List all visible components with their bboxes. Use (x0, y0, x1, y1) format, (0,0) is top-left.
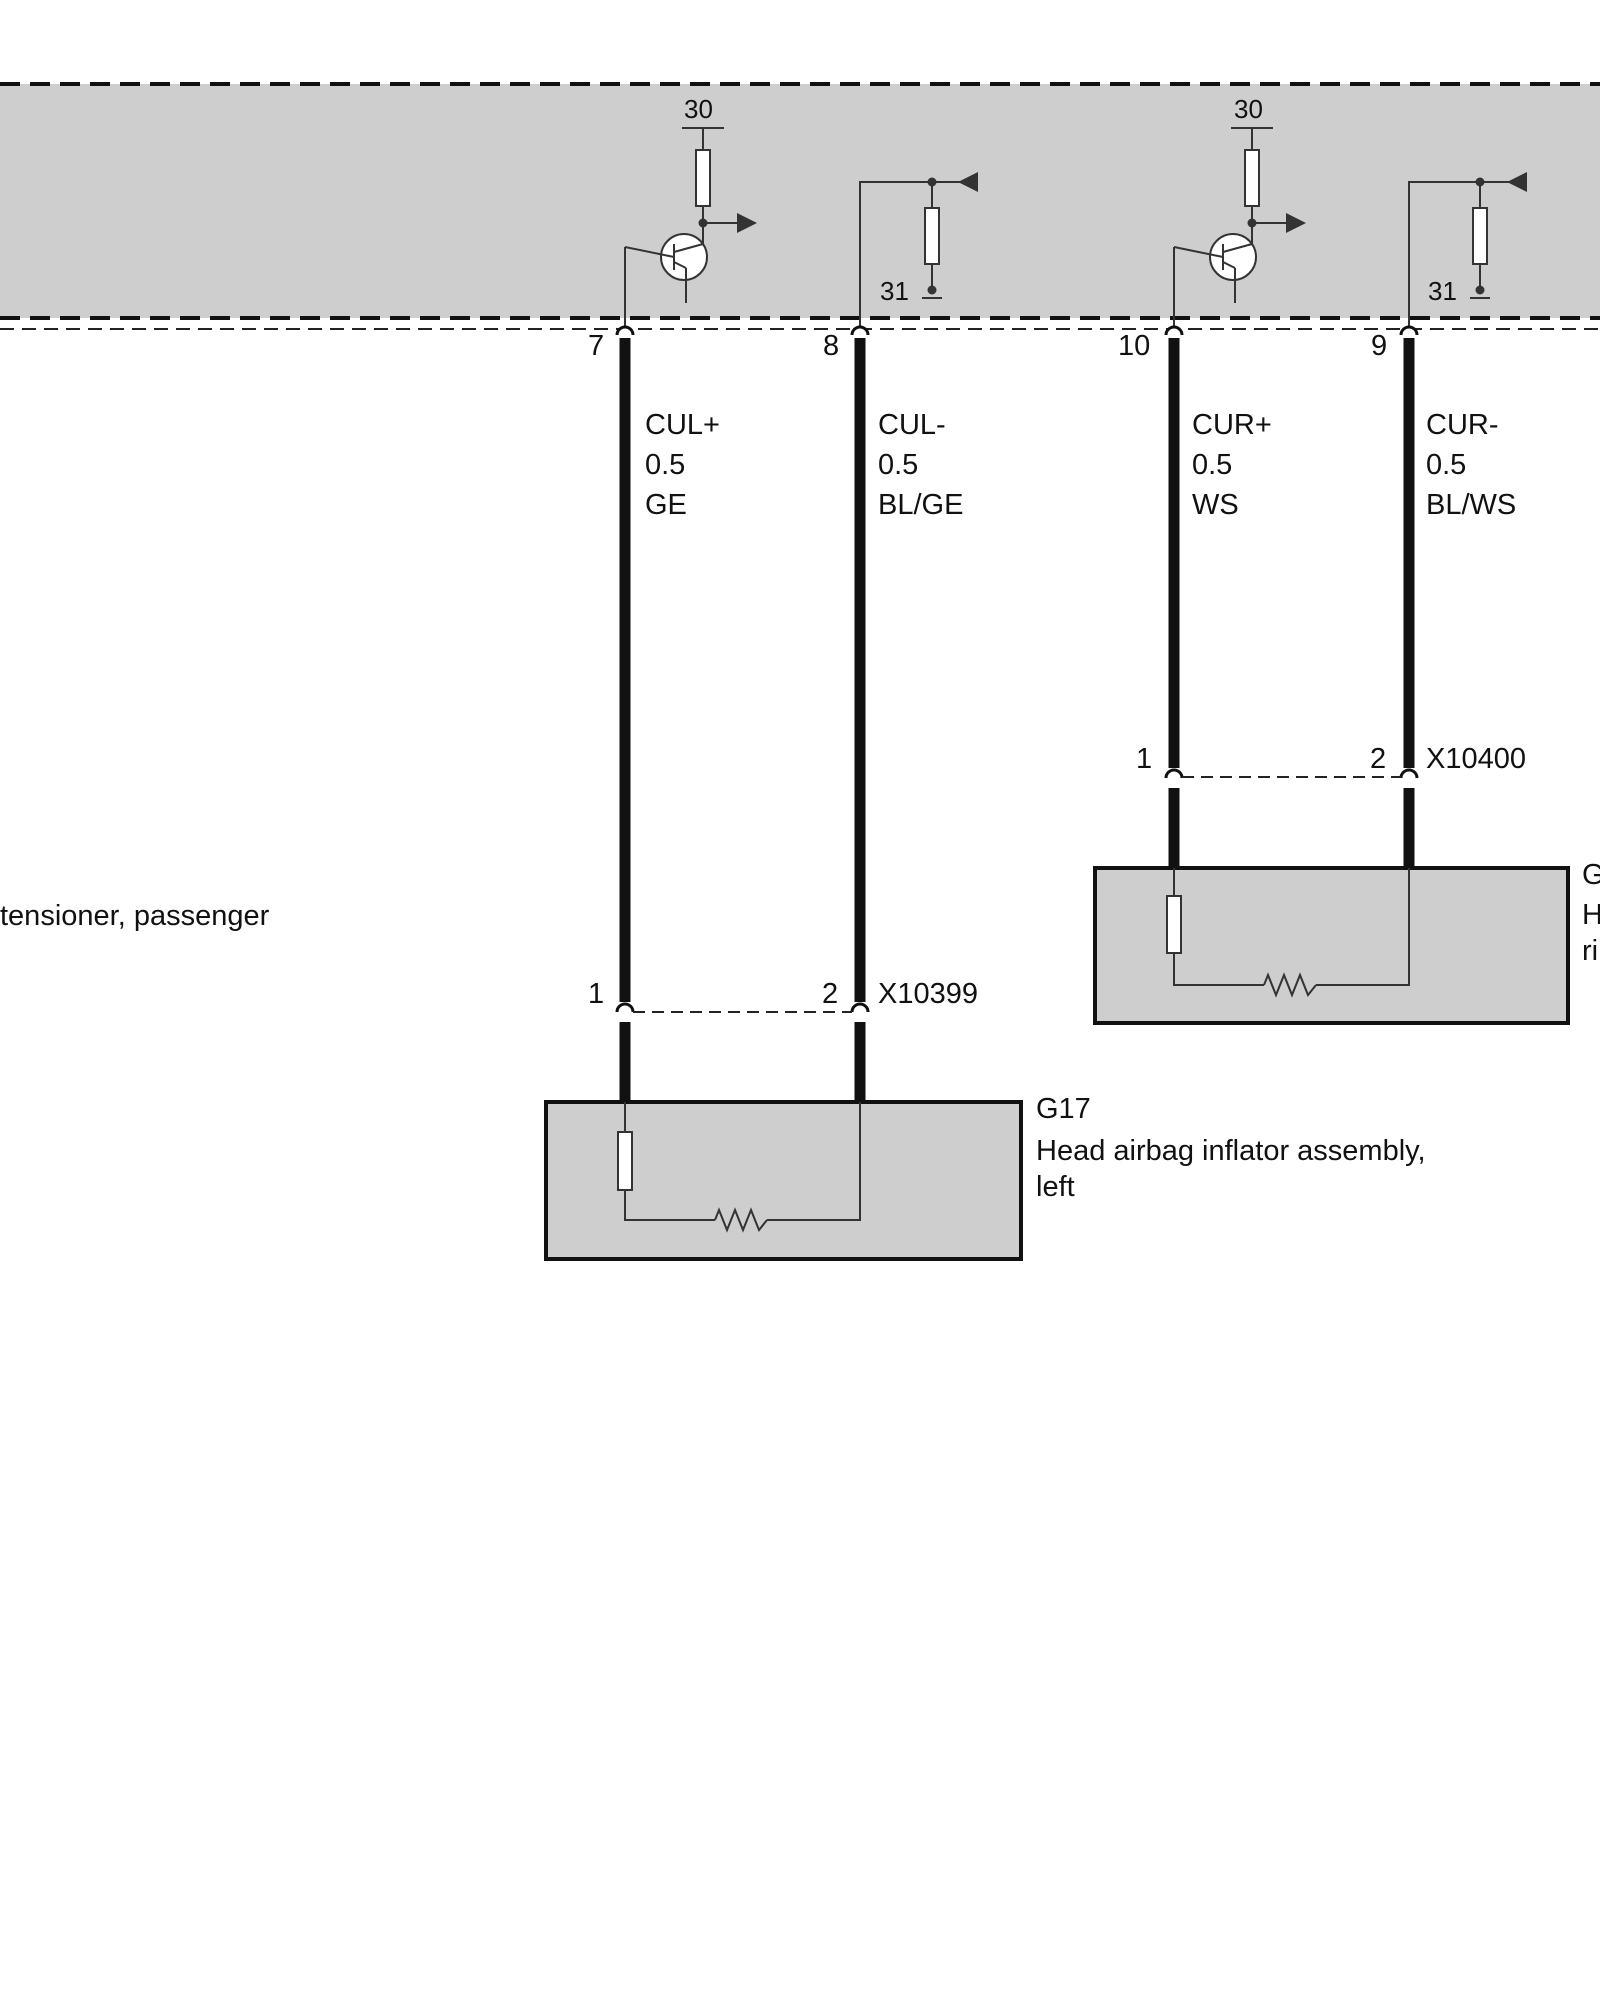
supply-label: 30 (684, 94, 713, 124)
wire-color: BL/WS (1426, 489, 1516, 521)
squib-resistor (617, 1131, 633, 1191)
pin-terminal (1164, 325, 1184, 336)
wire-labels: CUL+ 0.5 GE CUL- 0.5 BL/GE CUR+ 0.5 WS C… (645, 409, 1516, 521)
pullup-resistor (695, 149, 711, 207)
wire-signal: CUR- (1426, 409, 1499, 441)
connector-id: X10400 (1426, 743, 1526, 775)
output-arrow (737, 213, 757, 233)
module-band (0, 84, 1600, 318)
ground-resistor (1472, 207, 1488, 265)
airbag-control-module: 30 31 (0, 82, 1600, 330)
ground-label: 31 (1428, 276, 1457, 306)
component-name: left (1036, 1171, 1075, 1203)
pin-terminal (615, 325, 635, 336)
harness-wires (619, 338, 1415, 1002)
connector-pin: 1 (588, 978, 604, 1010)
pin-number: 10 (1118, 330, 1150, 362)
wire-gauge: 0.5 (1426, 449, 1466, 481)
wire-gauge: 0.5 (1192, 449, 1232, 481)
wire-signal: CUL+ (645, 409, 720, 441)
connector-x10399[interactable]: 1 2 X10399 (588, 978, 978, 1102)
component-name: H (1582, 899, 1600, 931)
output-arrow (1286, 213, 1306, 233)
component-box (1093, 866, 1570, 1025)
ground-resistor (924, 207, 940, 265)
pin-terminal (1399, 325, 1419, 336)
connector-pin: 1 (1136, 743, 1152, 775)
transistor-symbol (660, 233, 708, 281)
pin-number: 7 (588, 330, 604, 362)
ground-label: 31 (880, 276, 909, 306)
ground-circuit-left: 31 (859, 172, 978, 329)
connector-id: X10399 (878, 978, 978, 1010)
pin-number: 8 (823, 330, 839, 362)
pin-terminal (850, 325, 870, 336)
connector-x10400[interactable]: 1 2 X10400 (1136, 743, 1526, 868)
squib-resistor (1166, 895, 1182, 954)
head-airbag-inflator-left[interactable]: G17 Head airbag inflator assembly, left (544, 1093, 1426, 1261)
wire-color: WS (1192, 489, 1239, 521)
component-name: Head airbag inflator assembly, (1036, 1135, 1426, 1167)
wire-gauge: 0.5 (878, 449, 918, 481)
wire-color: GE (645, 489, 687, 521)
component-id: G (1582, 859, 1600, 891)
wire-color: BL/GE (878, 489, 963, 521)
ground-circuit-right: 31 (1408, 172, 1527, 329)
component-id: G17 (1036, 1093, 1091, 1125)
heating-element (1263, 972, 1317, 998)
head-airbag-inflator-right[interactable]: G H ri (1093, 859, 1600, 1025)
component-name: ri (1582, 935, 1598, 967)
connector-pin: 2 (1370, 743, 1386, 775)
wire-gauge: 0.5 (645, 449, 685, 481)
offscreen-component-label: tensioner, passenger (0, 900, 270, 932)
heating-element (714, 1207, 768, 1233)
driver-circuit-left: 30 (624, 94, 757, 329)
pullup-resistor (1244, 149, 1260, 207)
connector-pin: 2 (822, 978, 838, 1010)
supply-label: 30 (1234, 94, 1263, 124)
module-pins: 7 8 10 9 (588, 325, 1419, 362)
driver-circuit-right: 30 (1173, 94, 1306, 329)
wire-signal: CUR+ (1192, 409, 1272, 441)
pin-number: 9 (1371, 330, 1387, 362)
wire-signal: CUL- (878, 409, 946, 441)
transistor-symbol (1209, 233, 1257, 281)
